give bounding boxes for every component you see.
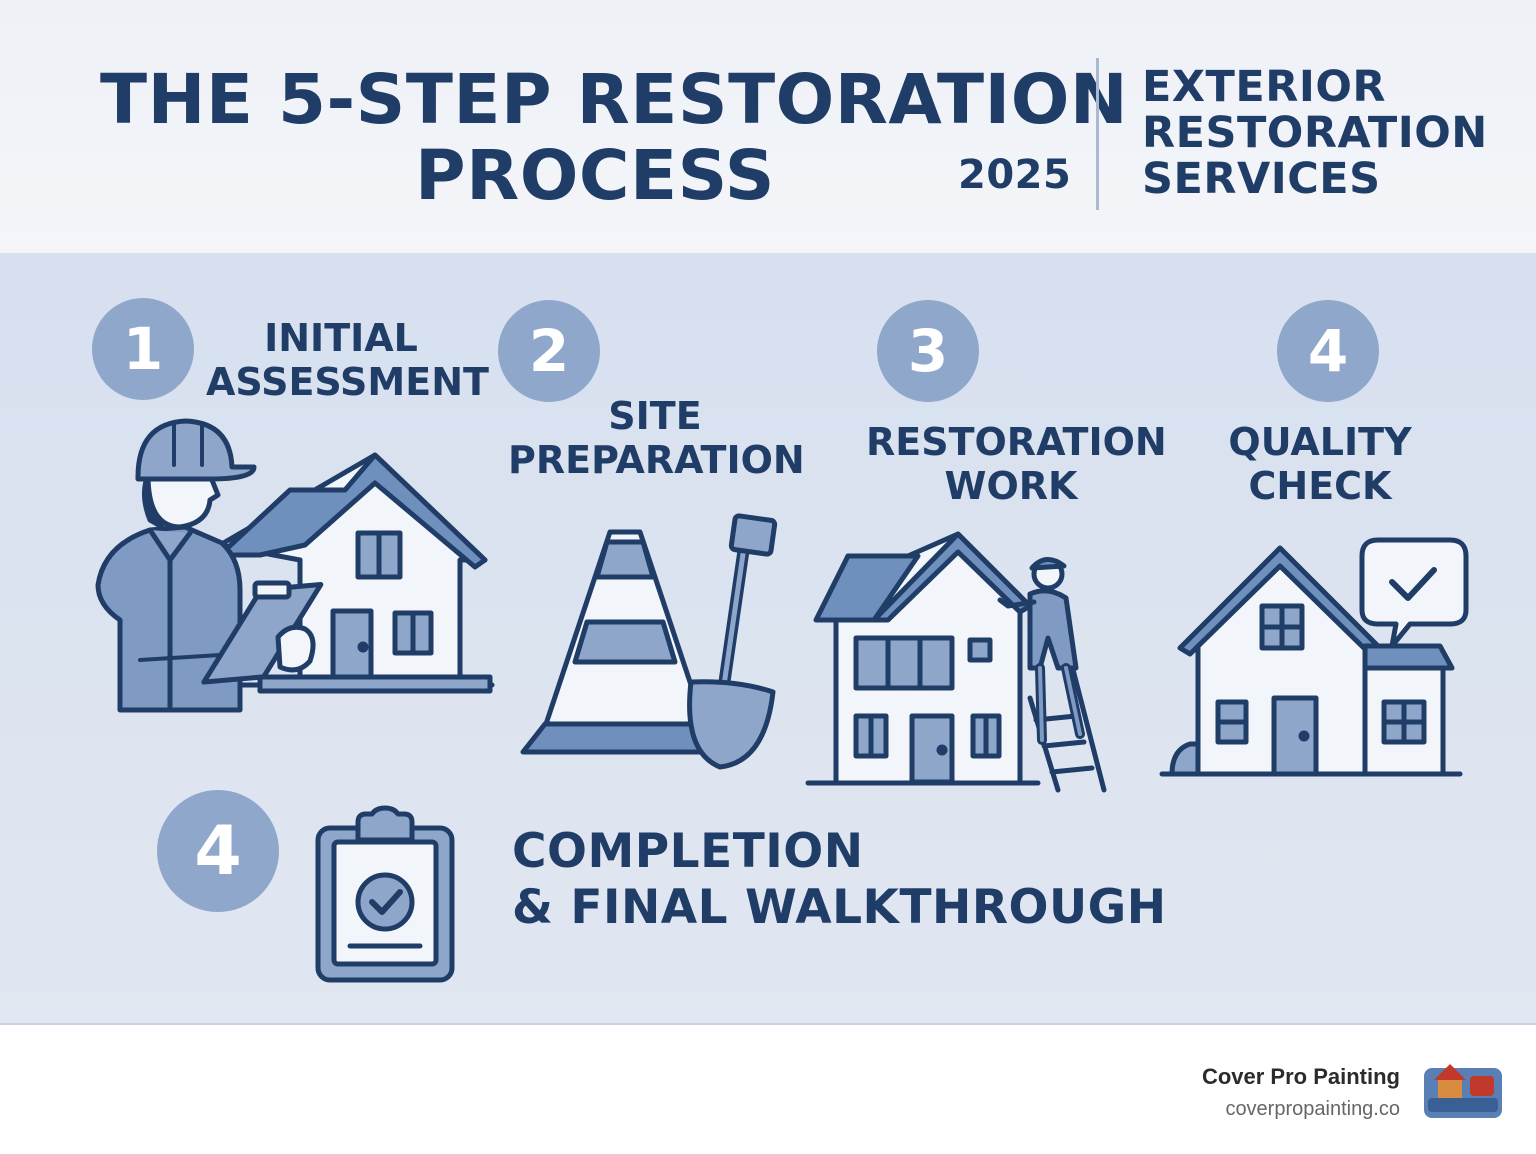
subtitle-line-3: SERVICES [1142,154,1381,204]
step-3-label: RESTORATION WORK [866,420,1167,508]
house-painter-ladder-icon [805,531,1107,793]
step-2-label-line-1: SITE [608,394,702,438]
brand-logo-icon [1424,1064,1502,1118]
clipboard-checkmark-icon [315,805,455,983]
step-1-label-line-2: ASSESSMENT [206,360,489,404]
inspector-house-icon [95,418,495,713]
step-2-label: SITE PREPARATION [508,394,805,482]
subtitle-line-2: RESTORATION [1142,108,1488,158]
step-4-label: QUALITY CHECK [1180,420,1460,508]
step-2-label-line-2: PREPARATION [508,438,805,482]
step-5-label: COMPLETION & FINAL WALKTHROUGH [512,824,1167,936]
step-1-badge: 1 [92,298,194,400]
step-4-label-line-2: CHECK [1248,464,1392,508]
brand-url[interactable]: coverpropainting.co [1225,1098,1400,1120]
title-line-1: THE 5-STEP RESTORATION [100,60,1129,140]
step-1-label: INITIAL ASSESSMENT [206,316,489,404]
step-5-label-line-2: & FINAL WALKTHROUGH [512,880,1167,935]
step-2-badge: 2 [498,300,600,402]
step-3-label-line-2: WORK [944,464,1078,508]
house-checkmark-icon [1159,537,1469,777]
step-3-badge: 3 [877,300,979,402]
step-5-label-line-1: COMPLETION [512,824,864,879]
year-label: 2025 [958,152,1072,198]
step-3-label-line-1: RESTORATION [866,420,1167,464]
cone-shovel-icon [520,513,778,770]
page-title: THE 5-STEP RESTORATION PROCESS [100,60,1129,216]
header-subtitle: EXTERIOR RESTORATION SERVICES [1142,64,1488,202]
header-divider [1096,58,1099,210]
header-band: THE 5-STEP RESTORATION PROCESS 2025 EXTE… [0,0,1536,253]
step-1-label-line-1: INITIAL [264,316,418,360]
step-4-badge: 4 [1277,300,1379,402]
step-4-label-line-1: QUALITY [1228,420,1412,464]
subtitle-line-1: EXTERIOR [1142,62,1387,112]
title-line-2: PROCESS [415,136,775,216]
brand-name: Cover Pro Painting [1201,1064,1400,1089]
step-5-badge: 4 [157,790,279,912]
